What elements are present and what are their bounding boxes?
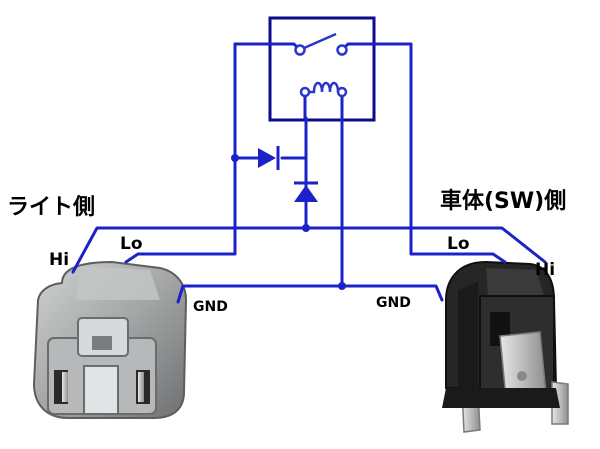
diode-vertical-icon <box>294 181 318 202</box>
wire-gnd <box>176 284 444 304</box>
relay-coil-symbol <box>299 81 348 98</box>
relay-box <box>268 16 376 122</box>
right-lo-label: Lo <box>447 234 470 254</box>
wire-left-lo <box>124 42 237 264</box>
right-hi-label: Hi <box>535 260 555 280</box>
diode-horizontal-icon <box>258 146 280 170</box>
left-gnd-label: GND <box>193 299 228 315</box>
light-side-label: ライト側 <box>7 195 95 220</box>
left-hi-label: Hi <box>49 250 69 270</box>
light-side-connector <box>32 260 188 419</box>
junction-dot <box>231 154 239 162</box>
left-lo-label: Lo <box>120 234 143 254</box>
junction-dot <box>338 282 346 290</box>
vehicle-side-label: 車体(SW)側 <box>440 189 566 214</box>
right-gnd-label: GND <box>376 295 411 311</box>
junction-dot <box>302 224 310 232</box>
wire-switch-right <box>340 42 507 264</box>
vehicle-side-connector <box>442 260 569 433</box>
wire-coil-left <box>303 90 308 230</box>
relay-switch-symbol <box>294 32 348 56</box>
wire-left-hi <box>71 226 547 274</box>
